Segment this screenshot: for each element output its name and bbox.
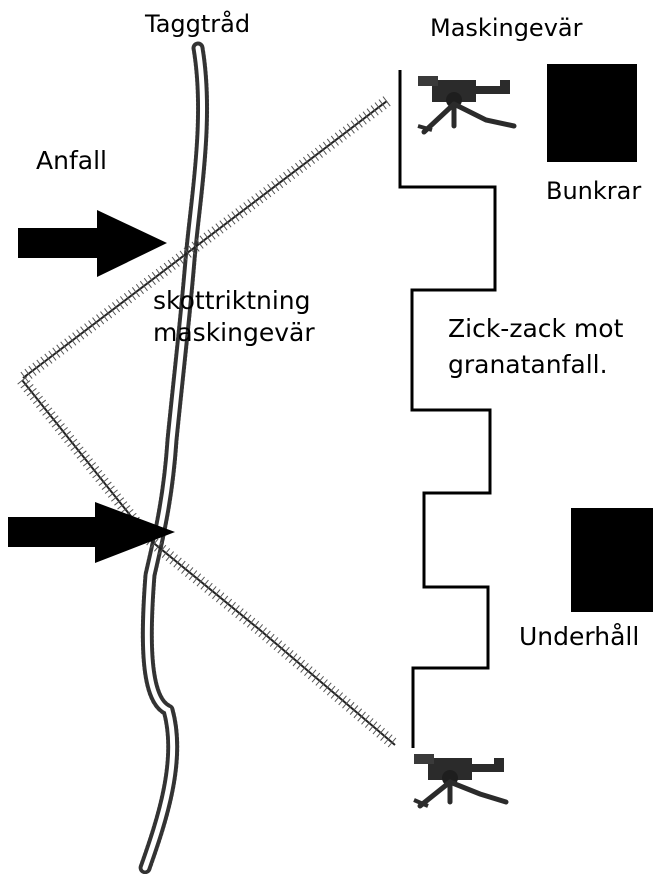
zigzag-label-line2: granatanfall.	[448, 350, 608, 379]
attack-arrow-upper	[18, 210, 167, 277]
zigzag-trench	[398, 70, 497, 748]
bunker-lower	[571, 508, 653, 612]
attack-arrow-lower	[8, 502, 175, 563]
firing-direction-label-line2: maskingevär	[153, 318, 315, 347]
firing-direction-label-line1: skottriktning	[153, 286, 311, 315]
barbed-wire-band-inner	[142, 45, 206, 871]
supply-label: Underhåll	[519, 622, 640, 651]
zigzag-label-line1: Zick-zack mot	[448, 314, 624, 343]
attack-label: Anfall	[36, 146, 107, 175]
machine-guns-label: Maskingevär	[430, 14, 583, 42]
firing-line-upper	[19, 96, 391, 383]
firing-line-lower	[17, 376, 399, 750]
barbed-wire-label: Taggtråd	[145, 10, 251, 38]
machine-gun-icon	[417, 76, 517, 135]
bunker-upper	[547, 64, 637, 162]
bunkers-label: Bunkrar	[546, 177, 642, 205]
machine-gun-icon	[413, 754, 509, 809]
